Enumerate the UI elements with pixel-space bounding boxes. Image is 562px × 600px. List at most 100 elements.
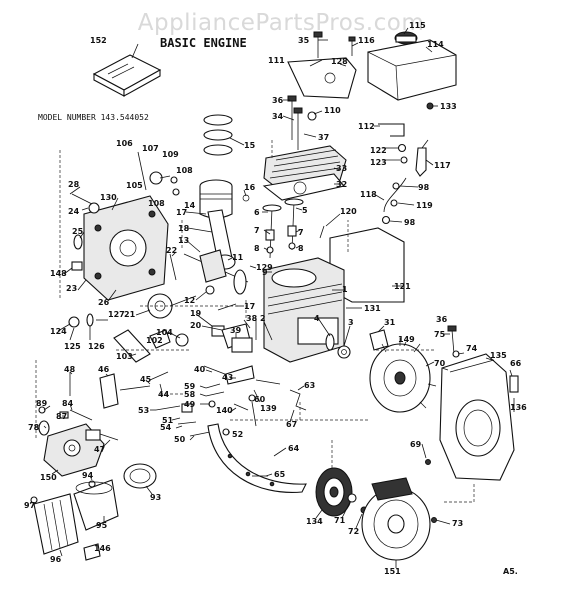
part-number-label-59: 59 [184, 382, 196, 391]
part-number-label-17: 17 [176, 208, 187, 217]
part-number-label-72: 72 [348, 527, 359, 536]
part-number-label-50: 50 [174, 435, 186, 444]
part-number-label-7a: 7 [254, 226, 260, 235]
part-number-label-139: 139 [260, 404, 277, 413]
part-number-label-39: 39 [230, 326, 242, 335]
manual-booklet-icon [92, 54, 162, 97]
fuel-tank-icon [367, 31, 457, 101]
part-number-label-44: 44 [158, 390, 170, 399]
diagram-title: BASIC ENGINE [160, 36, 247, 50]
part-number-label-110: 110 [324, 106, 341, 115]
part-number-label-60: 60 [254, 395, 266, 404]
part-number-label-24: 24 [68, 207, 80, 216]
part-number-label-34: 34 [272, 112, 284, 121]
part-number-label-14: 14 [184, 201, 196, 210]
part-number-label-109: 109 [162, 150, 179, 159]
watermark-text: AppliancePartsPros.com [138, 10, 424, 36]
part-number-label-2: 2 [260, 314, 266, 323]
part-number-label-125: 125 [64, 342, 81, 351]
part-number-label-37: 37 [318, 133, 329, 142]
part-number-label-116: 116 [358, 36, 375, 45]
part-number-label-117: 117 [434, 161, 451, 170]
part-number-label-3: 3 [348, 318, 354, 327]
part-number-label-119: 119 [416, 201, 433, 210]
part-number-label-114: 114 [427, 40, 444, 49]
part-number-label-104: 104 [156, 328, 173, 337]
part-number-label-8b: 8 [298, 244, 304, 253]
part-number-label-140: 140 [216, 406, 233, 415]
part-number-label-66: 66 [510, 359, 522, 368]
part-number-label-52: 52 [232, 430, 243, 439]
part-number-label-118: 118 [360, 190, 377, 199]
part-number-label-16: 16 [244, 183, 256, 192]
part-number-label-31: 31 [384, 318, 396, 327]
part-number-label-45: 45 [140, 375, 152, 384]
page-reference: A5. [503, 567, 518, 576]
part-number-label-102: 102 [146, 336, 163, 345]
air-filter-cup-icon [73, 479, 119, 531]
part-number-label-21: 21 [124, 310, 136, 319]
crankcase-cover-icon [83, 195, 169, 301]
part-number-label-23: 23 [66, 284, 77, 293]
part-number-label-150: 150 [40, 473, 57, 482]
part-number-label-22: 22 [166, 246, 177, 255]
part-number-label-5: 5 [302, 206, 308, 215]
part-number-label-33: 33 [336, 164, 347, 173]
part-number-label-71: 71 [334, 516, 346, 525]
part-number-label-28: 28 [68, 180, 80, 189]
part-number-label-46: 46 [98, 365, 110, 374]
part-number-label-93: 93 [150, 493, 161, 502]
part-number-label-12: 12 [184, 296, 195, 305]
tank-bracket-plate [287, 57, 357, 99]
part-number-label-38: 38 [246, 314, 258, 323]
blower-housing-icon [439, 353, 515, 481]
part-artwork [29, 27, 519, 568]
part-number-label-11: 11 [232, 253, 244, 262]
rewind-starter-icon [361, 477, 431, 561]
part-number-label-130: 130 [100, 193, 117, 202]
part-number-label-123: 123 [370, 158, 387, 167]
part-number-label-47: 47 [94, 445, 105, 454]
part-number-label-115: 115 [409, 21, 426, 30]
part-number-label-96: 96 [50, 555, 62, 564]
part-number-label-107: 107 [142, 144, 159, 153]
part-number-label-134: 134 [306, 517, 323, 526]
model-number: MODEL NUMBER 143.544052 [38, 113, 149, 122]
part-number-label-65: 65 [274, 470, 286, 479]
part-number-label-25: 25 [72, 227, 84, 236]
part-number-label-124: 124 [50, 327, 67, 336]
part-number-label-106: 106 [116, 139, 133, 148]
crankshaft-icon [183, 249, 249, 295]
part-number-label-67: 67 [286, 420, 297, 429]
part-number-label-20: 20 [190, 321, 202, 330]
part-number-label-112: 112 [358, 122, 375, 131]
part-number-label-146: 146 [94, 544, 111, 553]
part-number-label-84: 84 [62, 399, 74, 408]
flywheel-icon [369, 338, 437, 413]
part-number-label-51: 51 [162, 416, 174, 425]
part-number-label-120: 120 [340, 207, 357, 216]
part-number-label-149: 149 [398, 335, 415, 344]
part-number-label-78: 78 [28, 423, 40, 432]
part-number-label-94: 94 [82, 471, 94, 480]
part-number-label-152: 152 [90, 36, 107, 45]
part-number-label-131: 131 [364, 304, 381, 313]
part-number-label-19: 19 [190, 309, 202, 318]
part-number-label-36b: 36 [436, 315, 448, 324]
part-number-label-54: 54 [160, 423, 172, 432]
part-number-label-73: 73 [452, 519, 463, 528]
starter-cup-icon [315, 467, 353, 517]
part-number-label-13: 13 [178, 236, 189, 245]
part-number-label-111: 111 [268, 56, 285, 65]
part-number-label-74: 74 [466, 344, 478, 353]
part-number-label-69: 69 [410, 440, 422, 449]
part-number-label-133: 133 [440, 102, 457, 111]
carburetor-icon [43, 423, 105, 477]
part-number-label-63: 63 [304, 381, 315, 390]
part-number-label-18: 18 [178, 224, 190, 233]
part-number-label-9: 9 [262, 268, 268, 277]
air-filter-element-icon [33, 493, 79, 555]
part-number-label-128: 128 [331, 57, 348, 66]
part-number-label-40: 40 [194, 365, 206, 374]
